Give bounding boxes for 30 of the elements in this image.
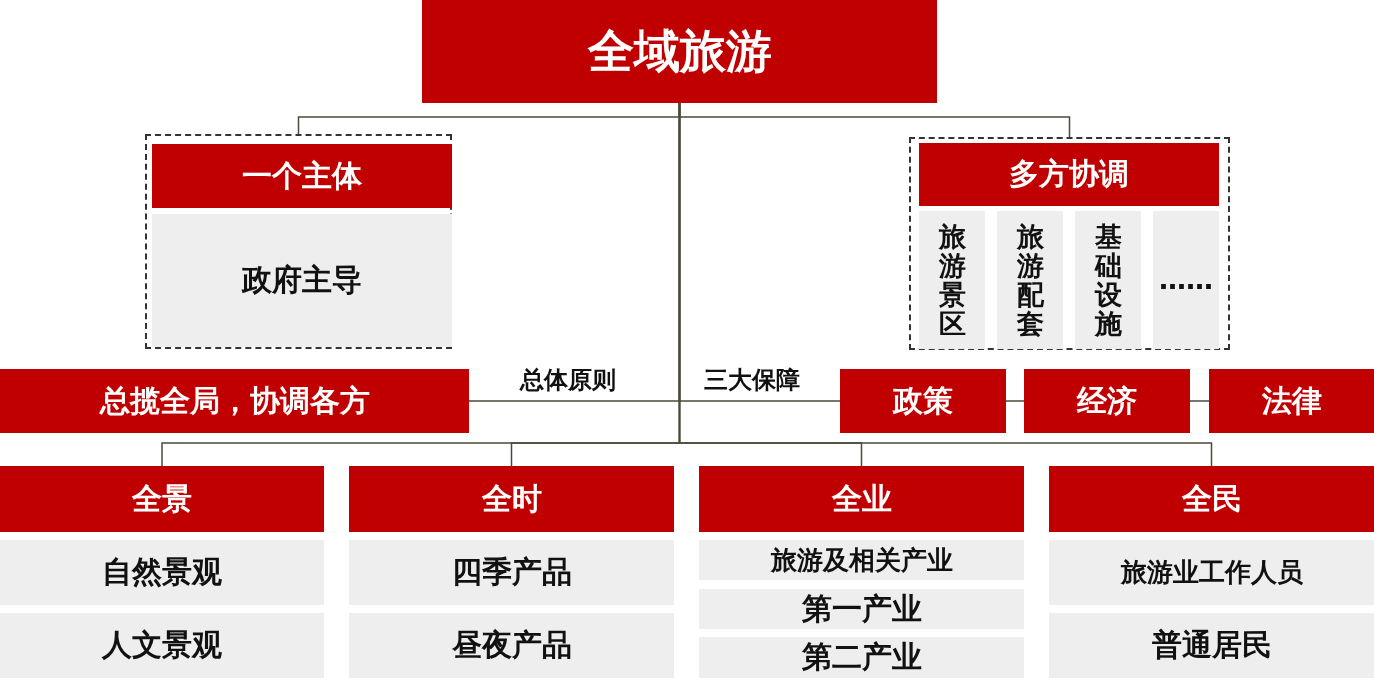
heading-box: 总揽全局，协调各方 [0, 369, 469, 433]
heading-box: 多方协调 [919, 143, 1219, 206]
connector-line [1189, 400, 1210, 402]
content-box: 旅游景区 [919, 211, 985, 349]
main-heading-box: 全域旅游 [422, 0, 937, 103]
content-box: 人文景观 [0, 613, 324, 678]
content-box: …… [1153, 211, 1219, 349]
heading-box: 法律 [1209, 369, 1374, 433]
heading-box: 一个主体 [152, 144, 452, 208]
content-box: 第二产业 [699, 637, 1024, 678]
heading-box: 全景 [0, 466, 324, 532]
connector-line [678, 102, 1213, 467]
heading-box: 政策 [840, 369, 1006, 433]
content-box: 自然景观 [0, 540, 324, 605]
content-box: 政府主导 [152, 214, 452, 347]
content-box: 四季产品 [349, 540, 674, 605]
heading-box: 全民 [1049, 466, 1374, 532]
content-box: 第一产业 [699, 589, 1024, 629]
heading-box: 全业 [699, 466, 1024, 532]
content-box: 基础设施 [1075, 211, 1141, 349]
dashed-group-box [145, 134, 452, 349]
content-box: 旅游业工作人员 [1049, 540, 1374, 605]
heading-box: 经济 [1024, 369, 1190, 433]
dashed-group-box [909, 137, 1230, 350]
connector-line [1005, 400, 1025, 402]
content-box: 昼夜产品 [349, 613, 674, 678]
content-box: 普通居民 [1049, 613, 1374, 678]
heading-box: 全时 [349, 466, 674, 532]
content-box: 旅游配套 [997, 211, 1063, 349]
content-box: 旅游及相关产业 [699, 540, 1024, 580]
